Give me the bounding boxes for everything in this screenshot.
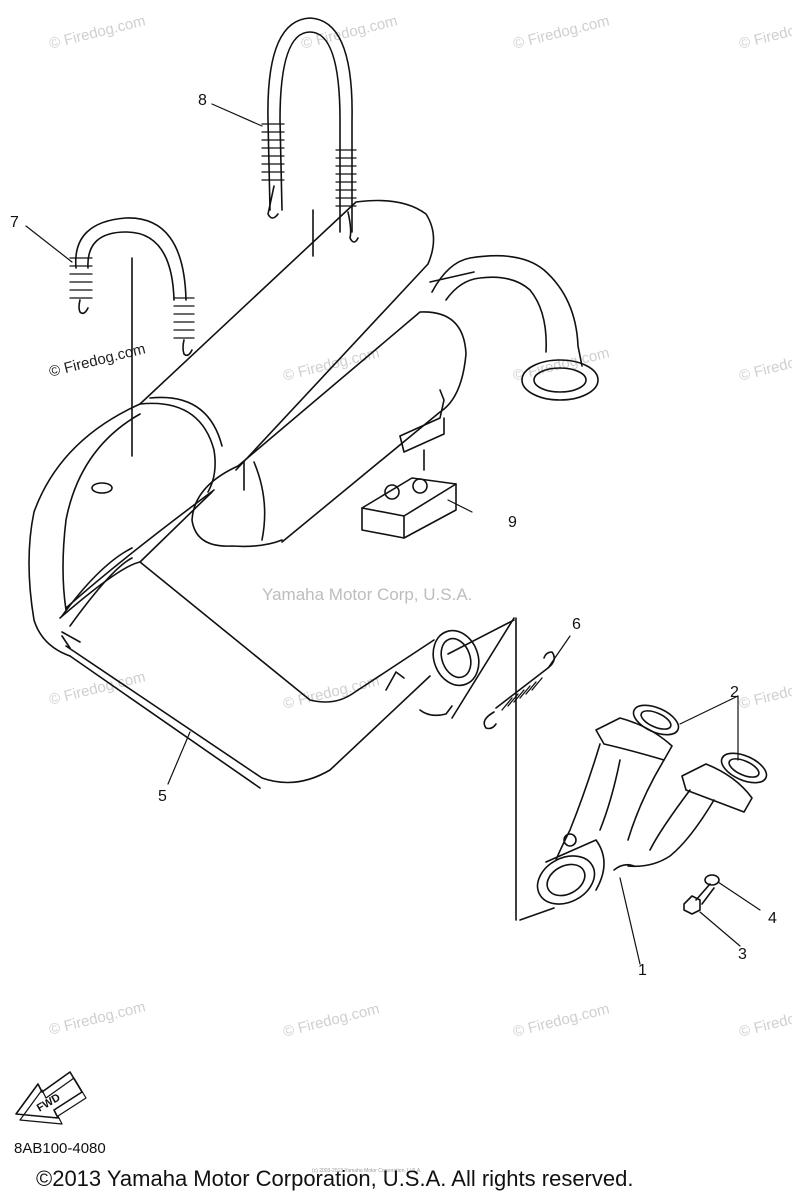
gasket-2 — [632, 704, 768, 784]
center-watermark: Yamaha Motor Corp, U.S.A. — [262, 585, 473, 604]
callout-5: 5 — [158, 788, 167, 805]
callout-2: 2 — [730, 684, 739, 701]
muffler — [139, 199, 599, 548]
callout-4: 4 — [768, 910, 777, 927]
washer-4 — [704, 874, 720, 886]
callout-8: 8 — [198, 92, 207, 109]
leader-lines — [25, 103, 761, 965]
callout-1: 1 — [638, 962, 647, 979]
exhaust-pipe-5 — [28, 403, 480, 789]
manifold-1 — [447, 617, 753, 921]
tiny-note: (c) 2003-2013 Yamaha Motor Corporation, … — [312, 1168, 422, 1174]
callout-9: 9 — [508, 514, 517, 531]
damper-9 — [361, 477, 457, 539]
callout-7: 7 — [10, 214, 19, 231]
fwd-arrow-icon — [15, 1071, 87, 1125]
spring-7 — [69, 217, 195, 457]
copyright: ©2013 Yamaha Motor Corporation, U.S.A. A… — [36, 1166, 634, 1191]
spring-8 — [261, 17, 359, 257]
spring-6 — [451, 617, 556, 730]
bolt-3 — [683, 883, 715, 915]
callout-3: 3 — [738, 946, 747, 963]
callout-6: 6 — [572, 616, 581, 633]
part-code: 8AB100-4080 — [14, 1140, 106, 1157]
